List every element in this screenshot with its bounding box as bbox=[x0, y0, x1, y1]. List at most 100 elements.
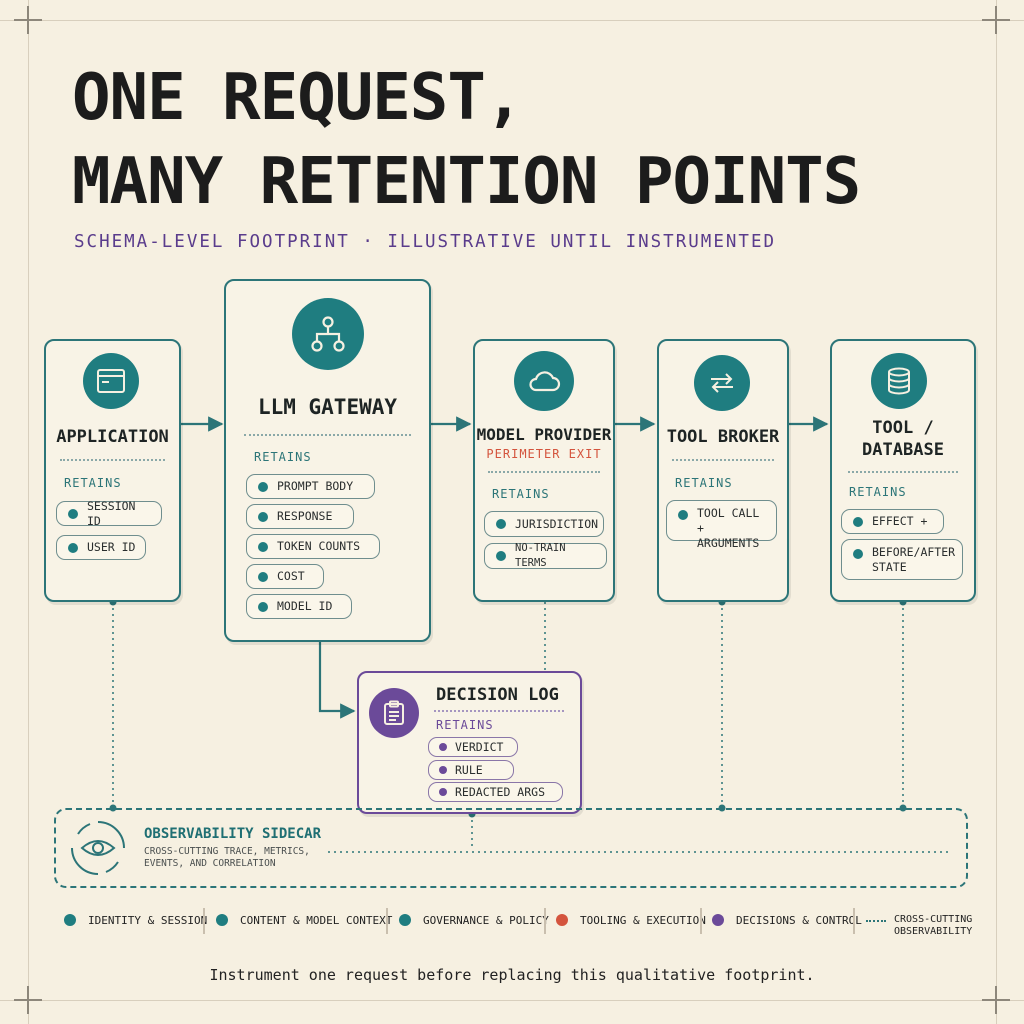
teal-dot bbox=[258, 571, 268, 582]
tool-broker-retains-label: RETAINS bbox=[675, 476, 733, 490]
teal-dot bbox=[853, 516, 863, 527]
database-item-label: EFFECT + bbox=[872, 514, 928, 528]
teal-dot bbox=[853, 549, 863, 559]
legend-label: IDENTITY & SESSION bbox=[88, 914, 208, 927]
crosshair-mark-top-left bbox=[14, 6, 42, 34]
purple-dot bbox=[439, 743, 447, 751]
purple-dot bbox=[439, 788, 447, 796]
model-provider-retains-label: RETAINS bbox=[492, 487, 550, 501]
gateway-item-label: COST bbox=[277, 569, 305, 583]
sidecar-title: OBSERVABILITY SIDECAR bbox=[144, 826, 322, 842]
model-provider-divider bbox=[488, 471, 600, 473]
decision-pill-verdict: VERDICT bbox=[428, 737, 518, 757]
database-pill-effect: EFFECT + bbox=[841, 509, 944, 534]
tool-broker-title: TOOL BROKER bbox=[666, 427, 780, 447]
teal-dot bbox=[258, 481, 268, 492]
provider-pill-jurisdiction: JURISDICTION bbox=[484, 511, 604, 537]
application-pill-user-id: USER ID bbox=[56, 535, 146, 560]
legend-separator bbox=[203, 908, 205, 934]
arrow-gateway-to-decision-log bbox=[318, 642, 356, 719]
legend-label: GOVERNANCE & POLICY bbox=[423, 914, 549, 927]
gateway-item-label: TOKEN COUNTS bbox=[277, 539, 361, 553]
legend-label: DECISIONS & CONTROL bbox=[736, 914, 862, 927]
decision-log-divider bbox=[434, 710, 564, 712]
clipboard-icon bbox=[369, 688, 419, 738]
footer-note: Instrument one request before replacing … bbox=[209, 966, 815, 984]
decision-log-retains-label: RETAINS bbox=[436, 718, 494, 732]
application-retains-label: RETAINS bbox=[64, 476, 122, 490]
gateway-item-label: PROMPT BODY bbox=[277, 479, 354, 493]
crosshair-mark-bottom-right bbox=[982, 986, 1010, 1014]
page-title-line-1: ONE REQUEST, bbox=[72, 61, 523, 135]
teal-dot bbox=[258, 541, 268, 552]
page-subtitle: SCHEMA-LEVEL FOOTPRINT · ILLUSTRATIVE UN… bbox=[74, 232, 777, 252]
provider-item-label: JURISDICTION bbox=[515, 516, 599, 531]
provider-pill-no-train-terms: NO-TRAIN TERMS bbox=[484, 542, 607, 569]
purple-dot bbox=[439, 766, 447, 774]
tool-database-retains-label: RETAINS bbox=[849, 485, 907, 499]
teal-dot bbox=[258, 511, 268, 522]
gateway-item-label: MODEL ID bbox=[277, 599, 333, 613]
model-provider-title: MODEL PROVIDER bbox=[476, 425, 612, 444]
legend-item-content: CONTENT & MODEL CONTEXT bbox=[216, 914, 392, 927]
teal-dot bbox=[496, 519, 506, 529]
cloud-icon bbox=[514, 351, 574, 411]
frame-line-right bbox=[996, 0, 997, 1024]
decision-item-label: REDACTED ARGS bbox=[455, 784, 546, 799]
application-divider bbox=[60, 459, 165, 461]
frame-line-top bbox=[0, 20, 1024, 21]
legend-item-cross-cutting: CROSS-CUTTING OBSERVABILITY bbox=[866, 914, 972, 938]
tool-database-title-line-1: TOOL / bbox=[872, 418, 934, 438]
legend-item-tooling: TOOLING & EXECUTION bbox=[556, 914, 706, 927]
provider-item-label: NO-TRAIN TERMS bbox=[515, 542, 566, 569]
tool-broker-divider bbox=[672, 459, 774, 461]
crosshair-mark-top-right bbox=[982, 6, 1010, 34]
application-item-label: USER ID bbox=[87, 540, 136, 554]
decision-item-label: VERDICT bbox=[455, 739, 504, 754]
decision-pill-redacted-args: REDACTED ARGS bbox=[428, 782, 563, 802]
sidecar-description: CROSS-CUTTING TRACE, METRICS, EVENTS, AN… bbox=[144, 846, 324, 870]
legend-dot bbox=[399, 914, 411, 926]
teal-dot bbox=[258, 601, 268, 612]
teal-dot bbox=[68, 508, 78, 519]
database-icon bbox=[871, 353, 927, 409]
browser-window-icon bbox=[83, 353, 139, 409]
legend-dot bbox=[216, 914, 228, 926]
perimeter-exit-label: PERIMETER EXIT bbox=[486, 447, 602, 461]
sidecar-desc-line-2: EVENTS, AND CORRELATION bbox=[144, 858, 276, 869]
legend-label: CONTENT & MODEL CONTEXT bbox=[240, 914, 393, 927]
broker-pill-tool-call-arguments: TOOL CALL + ARGUMENTS bbox=[666, 500, 777, 550]
observability-sidecar[interactable] bbox=[54, 808, 968, 888]
legend-cross-cutting-label: CROSS-CUTTING OBSERVABILITY bbox=[894, 914, 972, 938]
tool-database-title-line-2: DATABASE bbox=[862, 440, 944, 460]
llm-gateway-title: LLM GATEWAY bbox=[257, 395, 398, 419]
tool-database-title: TOOL / DATABASE bbox=[830, 417, 976, 461]
frame-line-left bbox=[28, 0, 29, 1024]
gateway-pill-prompt-body: PROMPT BODY bbox=[246, 474, 375, 499]
legend-cross-cutting-line-2: OBSERVABILITY bbox=[894, 926, 973, 937]
database-pill-before-after-state: BEFORE/AFTER STATE bbox=[841, 539, 963, 580]
database-item-line-1: BEFORE/AFTER bbox=[872, 545, 956, 559]
teal-dot bbox=[678, 510, 688, 520]
application-item-label: SESSION ID bbox=[87, 498, 136, 528]
legend-item-decisions: DECISIONS & CONTROL bbox=[712, 914, 862, 927]
gateway-pill-cost: COST bbox=[246, 564, 324, 589]
legend-separator bbox=[700, 908, 702, 934]
legend-item-identity: IDENTITY & SESSION bbox=[64, 914, 207, 927]
gateway-item-label: RESPONSE bbox=[277, 509, 333, 523]
legend-cross-cutting-line-1: CROSS-CUTTING bbox=[894, 914, 973, 925]
page-title: ONE REQUEST, MANY RETENTION POINTS bbox=[72, 56, 861, 224]
sidecar-desc-line-1: CROSS-CUTTING TRACE, METRICS, bbox=[144, 846, 310, 857]
legend-separator bbox=[544, 908, 546, 934]
gateway-pill-token-counts: TOKEN COUNTS bbox=[246, 534, 380, 559]
hierarchy-icon bbox=[292, 298, 364, 370]
crosshair-mark-bottom-left bbox=[14, 986, 42, 1014]
llm-gateway-divider bbox=[244, 434, 411, 436]
frame-line-bottom bbox=[0, 1000, 1024, 1001]
decision-pill-rule: RULE bbox=[428, 760, 514, 780]
llm-gateway-retains-label: RETAINS bbox=[254, 450, 312, 464]
legend-separator bbox=[853, 908, 855, 934]
legend-separator bbox=[386, 908, 388, 934]
decision-item-label: RULE bbox=[455, 762, 483, 777]
